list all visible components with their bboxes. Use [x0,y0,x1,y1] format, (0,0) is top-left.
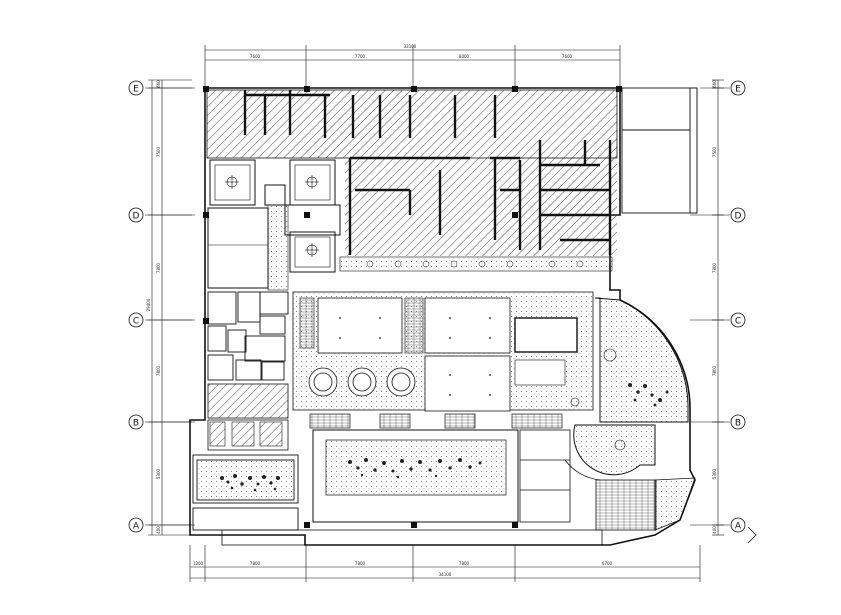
right-dimension-6: 400 [712,526,717,534]
grid-bubble-e-right: E [730,80,746,96]
central-lobby [292,291,594,412]
grid-bubble-a-right: A [730,517,746,533]
grid-bubble-c-left: C [128,312,144,328]
left-overall-dimension: 29400 [146,298,151,311]
grid-bubble-a-left: A [128,517,144,533]
top-dimension-3: 8000 [459,54,470,59]
top-dimension-2: 7700 [355,54,366,59]
corridor-lights [366,260,584,268]
top-dimension-lines [204,45,621,88]
right-dimension-3: 7800 [712,262,717,273]
central-planter-foliage [348,458,482,479]
left-dimension-1: 600 [156,80,161,88]
bottom-dimension-5: 6700 [602,561,613,566]
grid-bubble-d-right: D [730,207,746,223]
central-planter [312,429,519,523]
svg-text:C: C [735,317,741,327]
grid-bubble-e-left: E [128,80,144,96]
office-partitions [243,90,612,255]
svg-text:E: E [735,85,741,95]
left-planter-foliage [220,474,280,492]
lounge-circles [570,348,626,451]
bottom-overall-dimension: 34100 [439,572,452,577]
grid-axis-lines [145,87,730,526]
office-block-hatched [206,89,618,256]
left-dimension-2: 7500 [156,146,161,157]
bottom-walkway [221,529,603,546]
svg-text:D: D [133,212,140,222]
right-dimension-2: 7500 [712,146,717,157]
left-dimension-4: 7800 [156,365,161,376]
lounge-foliage [628,383,669,407]
left-dimension-lines [148,79,192,536]
svg-text:B: B [133,419,139,429]
bottom-dimension-lines [189,545,701,582]
left-hatched-room [207,383,289,451]
curved-lounge [564,297,689,481]
left-service-rooms [207,291,289,381]
grid-bubble-d-left: D [128,207,144,223]
left-dimension-5: 5300 [156,468,161,479]
top-overall-dimension: 33100 [404,44,417,49]
ceiling-light-fixtures [225,175,319,257]
bottom-dimension-3: 7800 [355,561,366,566]
lobby-ceiling-points [339,317,491,396]
right-dimension-5: 5300 [712,468,717,479]
bottom-dimension-4: 7800 [459,561,470,566]
svg-text:A: A [133,522,140,532]
top-dimension-4: 7600 [562,54,573,59]
left-dimension-6: 400 [156,526,161,534]
bottom-right-stair-area [595,477,696,531]
planter-side-rooms [519,429,571,523]
main-corridor [267,204,613,291]
grid-bubble-b-left: B [128,414,144,430]
reception-counters [309,413,563,429]
svg-text:B: B [735,419,741,429]
right-dimension-1: 600 [712,80,717,88]
bottom-dimension-1: 1200 [193,561,204,566]
annex-room [621,87,698,214]
structural-columns [203,86,622,528]
round-tables [308,367,416,397]
grid-bubble-c-right: C [730,312,746,328]
left-planter-room [192,454,299,531]
entrance-arrow-icon [747,526,757,544]
svg-text:A: A [735,522,742,532]
svg-text:C: C [133,317,139,327]
top-dimension-1: 7600 [250,54,261,59]
svg-text:D: D [735,212,742,222]
grid-bubble-b-right: B [730,414,746,430]
svg-text:E: E [133,85,139,95]
bottom-dimension-2: 7800 [250,561,261,566]
left-dimension-3: 7800 [156,262,161,273]
right-dimension-4: 7800 [712,365,717,376]
